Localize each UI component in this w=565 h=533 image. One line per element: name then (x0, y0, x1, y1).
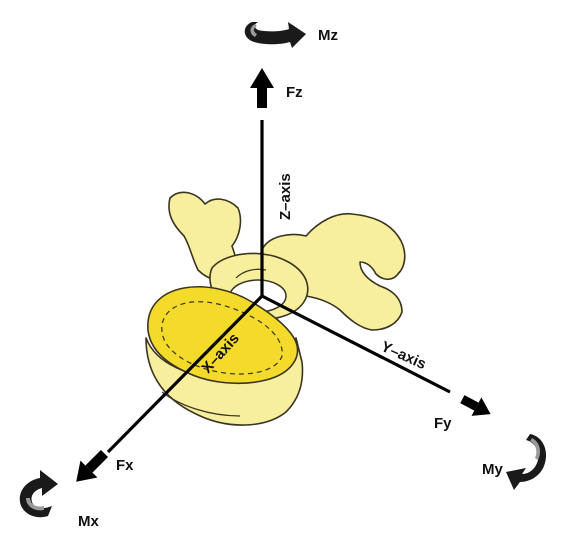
my-label: My (482, 461, 503, 478)
fx-label: Fx (116, 457, 134, 474)
fz-label: Fz (286, 84, 303, 101)
fy-label: Fy (434, 415, 452, 432)
my-moment-icon (506, 434, 546, 490)
vertebra-illustration (146, 192, 405, 425)
fz-arrow-icon (250, 68, 274, 108)
fy-arrow-icon (457, 390, 495, 424)
fx-arrow-icon (68, 445, 113, 490)
mx-moment-icon (20, 470, 58, 517)
mz-moment-icon (245, 22, 306, 48)
z-axis-label: Z–axis (277, 173, 294, 220)
mx-label: Mx (78, 513, 99, 530)
mz-label: Mz (318, 27, 338, 44)
